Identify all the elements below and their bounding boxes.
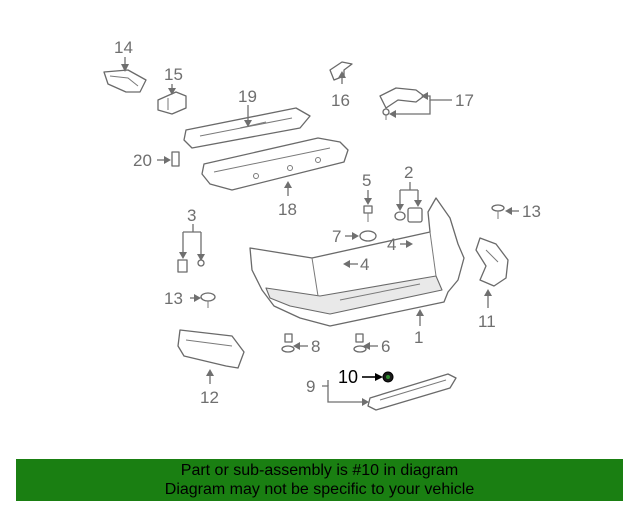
callout-8[interactable]: 8 [311, 337, 320, 356]
part-16-clip[interactable] [329, 61, 353, 81]
callout-1[interactable]: 1 [414, 328, 423, 347]
callout-13-right[interactable]: 13 [522, 202, 541, 221]
part-13-screw-left[interactable] [200, 292, 216, 308]
callout-18[interactable]: 18 [278, 200, 297, 219]
part-2-sensor[interactable] [394, 207, 423, 223]
part-20-clip[interactable] [171, 151, 180, 167]
part-14-bracket[interactable] [103, 69, 147, 93]
callout-16[interactable]: 16 [331, 91, 350, 110]
callout-2[interactable]: 2 [404, 163, 413, 182]
part-15-clip[interactable] [157, 91, 187, 115]
callout-20[interactable]: 20 [133, 151, 152, 170]
part-7-ring[interactable] [359, 230, 377, 242]
part-10-clip-highlighted[interactable] [382, 371, 394, 383]
part-6-bolt[interactable] [353, 333, 367, 353]
part-12-lower-cover[interactable] [177, 329, 245, 369]
bumper-parts-diagram: 14 15 16 17 19 20 18 5 2 13 3 7 4 4 13 1… [103, 38, 541, 411]
callout-6[interactable]: 6 [381, 337, 390, 356]
callout-9[interactable]: 9 [306, 377, 315, 396]
callout-13-left[interactable]: 13 [164, 289, 183, 308]
part-3-clips[interactable] [177, 259, 205, 273]
callout-3[interactable]: 3 [187, 206, 196, 225]
part-8-bolt[interactable] [281, 333, 295, 353]
callout-4-upper[interactable]: 4 [387, 235, 396, 254]
callout-7[interactable]: 7 [332, 227, 341, 246]
callout-12[interactable]: 12 [200, 388, 219, 407]
callout-5[interactable]: 5 [362, 171, 371, 190]
callout-19[interactable]: 19 [238, 87, 257, 106]
callout-10-highlighted[interactable]: 10 [338, 367, 358, 387]
part-18-reinforcement[interactable] [201, 137, 349, 191]
part-19-absorber[interactable] [183, 107, 311, 149]
callout-17[interactable]: 17 [455, 91, 474, 110]
callout-4-lower[interactable]: 4 [360, 255, 369, 274]
part-1-bumper-cover[interactable] [249, 197, 465, 327]
callout-15[interactable]: 15 [164, 65, 183, 84]
banner-line-disclaimer: Diagram may not be specific to your vehi… [164, 481, 475, 498]
part-9-step-pad[interactable] [367, 373, 457, 411]
callout-numbers: 14 15 16 17 19 20 18 5 2 13 3 7 4 4 13 1… [114, 38, 541, 407]
part-11-retainer[interactable] [475, 237, 509, 287]
banner-line-part-info: Part or sub-assembly is #10 in diagram [180, 462, 459, 479]
leader-lines [121, 57, 519, 406]
callout-11[interactable]: 11 [478, 312, 496, 331]
part-17-bracket[interactable] [379, 87, 425, 120]
callout-14[interactable]: 14 [114, 38, 133, 57]
leader-10-highlighted [362, 373, 383, 381]
part-13-screw-right[interactable] [491, 204, 505, 219]
part-5-screw[interactable] [363, 205, 373, 222]
info-banner: Part or sub-assembly is #10 in diagram D… [16, 459, 623, 501]
